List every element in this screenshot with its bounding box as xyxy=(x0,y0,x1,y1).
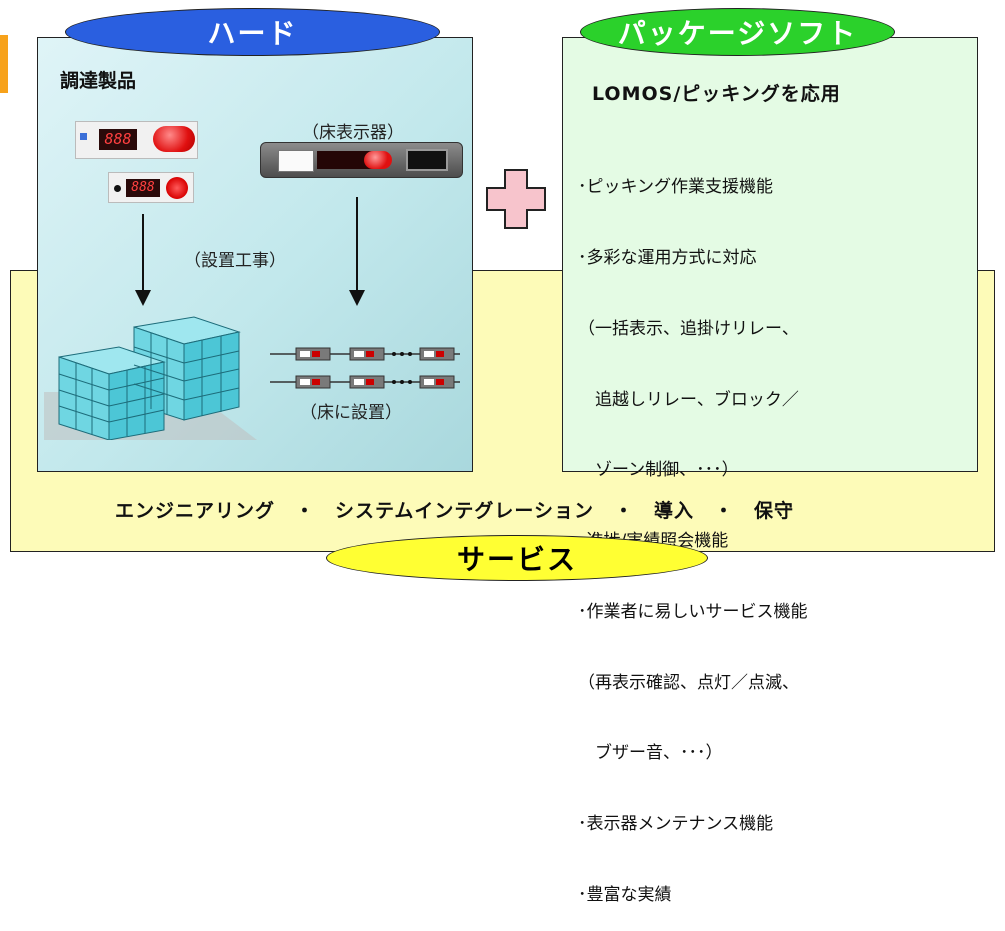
orange-marker xyxy=(0,35,8,93)
feature-item: ゾーン制御、･･･） xyxy=(578,460,739,481)
device-red-dial-icon xyxy=(166,177,188,199)
feature-item: （一括表示、追掛けリレー、 xyxy=(578,318,799,339)
service-title: サービス xyxy=(456,543,577,576)
flow-arrows xyxy=(135,197,365,306)
installation-work-label: （設置工事） xyxy=(184,251,286,271)
device-white-panel xyxy=(278,150,314,172)
feature-item: ･作業者に易しいサービス機能 xyxy=(578,601,808,622)
arrow-down-icon xyxy=(135,290,151,306)
floor-display-device xyxy=(260,142,463,178)
service-title-oval: サービス xyxy=(326,535,708,581)
device-red-button-icon xyxy=(153,126,195,152)
service-items: エンジニアリング ・ システムインテグレーション ・ 導入 ・ 保守 xyxy=(115,500,795,522)
hard-title-oval: ハード xyxy=(65,8,440,56)
device-digit-strip xyxy=(317,151,373,169)
feature-item: ブザー音、･･･） xyxy=(578,743,723,764)
procured-products-label: 調達製品 xyxy=(60,70,137,92)
chain-row-1 xyxy=(270,347,460,361)
display-device-2: 888 xyxy=(108,172,194,203)
feature-item: ･多彩な運用方式に対応 xyxy=(578,247,757,268)
device-digit-display: 888 xyxy=(126,179,160,197)
arrow-down-icon xyxy=(349,290,365,306)
floor-install-label: （床に設置） xyxy=(300,403,402,423)
device-dot-icon xyxy=(114,185,121,192)
floor-display-chain xyxy=(270,347,460,389)
software-panel xyxy=(562,37,978,472)
feature-item: ･ピッキング作業支援機能 xyxy=(578,177,773,198)
feature-item: 追越しリレー、ブロック／ xyxy=(578,389,799,410)
device-red-pill-icon xyxy=(364,151,392,169)
feature-item: （再表示確認、点灯／点滅、 xyxy=(578,672,799,693)
warehouse-racks-illustration xyxy=(44,316,257,440)
floor-display-label: （床表示器） xyxy=(302,123,404,143)
feature-item: ･豊富な実績 xyxy=(578,885,672,905)
software-title-oval: パッケージソフト xyxy=(580,8,895,56)
hard-title: ハード xyxy=(207,17,298,50)
software-title: パッケージソフト xyxy=(617,17,858,50)
software-subtitle: LOMOS/ピッキングを応用 xyxy=(592,83,841,105)
feature-item: ･表示器メンテナンス機能 xyxy=(578,814,774,835)
feature-list: ･ピッキング作業支援機能 ･多彩な運用方式に対応 （一括表示、追掛けリレー、 追… xyxy=(578,129,808,931)
chain-row-2 xyxy=(270,375,460,389)
device-indicator-icon xyxy=(80,133,87,140)
device-digit-display: 888 xyxy=(99,129,137,150)
device-black-panel xyxy=(406,149,448,171)
plus-icon xyxy=(486,169,546,229)
display-device-1: 888 xyxy=(75,121,198,159)
